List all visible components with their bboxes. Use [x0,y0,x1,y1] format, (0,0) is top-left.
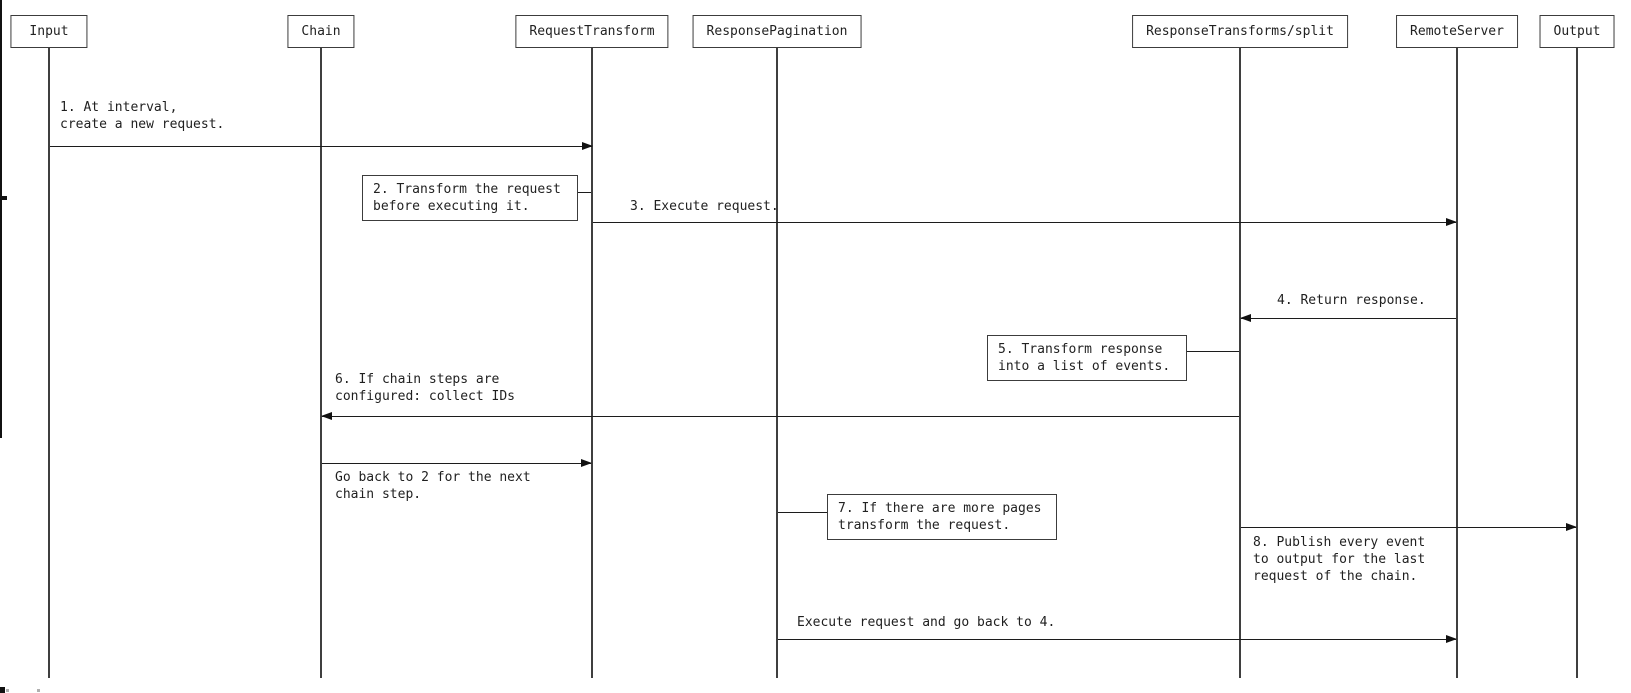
lifeline-input [48,48,50,678]
message-execute-go-back-4-label: Execute request and go back to 4. [797,615,1056,630]
note-7-connector [778,512,827,513]
message-1-label: 1. At interval, create a new request. [60,100,225,132]
lifeline-response-transforms-split [1239,48,1241,678]
actor-box-remote-server: RemoteServer [1396,15,1518,48]
message-3-arrow [593,218,1457,226]
bottom-speck [6,689,9,692]
left-edge-line [0,0,2,438]
message-go-back-to-2-label: Go back to 2 for the next chain step. [335,470,531,502]
lifeline-output [1576,48,1578,678]
note-5-connector [1186,351,1239,352]
message-8-label: 8. Publish every event to output for the… [1253,535,1426,584]
message-8-arrow [1241,523,1577,531]
message-go-back-to-2-arrow [322,459,592,467]
lifeline-chain [320,48,322,678]
message-6-label: 6. If chain steps are configured: collec… [335,372,516,404]
note-7-box: 7. If there are more pages transform the… [827,494,1057,540]
note-2-connector [577,192,591,193]
note-5-box: 5. Transform response into a list of eve… [987,335,1187,381]
actor-box-input: Input [10,15,88,48]
lifeline-remote-server [1456,48,1458,678]
actor-box-chain: Chain [287,15,355,48]
message-execute-go-back-4-arrow [778,635,1457,643]
actor-box-response-pagination: ResponsePagination [692,15,862,48]
actor-box-request-transform: RequestTransform [515,15,669,48]
message-6-arrow [321,412,1239,420]
actor-box-output: Output [1539,15,1615,48]
left-edge-tick [0,196,7,200]
bottom-speck [37,689,40,692]
actor-box-response-transforms-split: ResponseTransforms/split [1132,15,1348,48]
message-3-label: 3. Execute request. [630,199,779,214]
message-4-arrow [1240,314,1456,322]
note-2-box: 2. Transform the request before executin… [362,175,578,221]
lifeline-request-transform [591,48,593,678]
bottom-left-corner-mark [0,687,5,693]
message-4-label: 4. Return response. [1277,293,1426,308]
lifeline-response-pagination [776,48,778,678]
message-1-arrow [50,142,593,150]
